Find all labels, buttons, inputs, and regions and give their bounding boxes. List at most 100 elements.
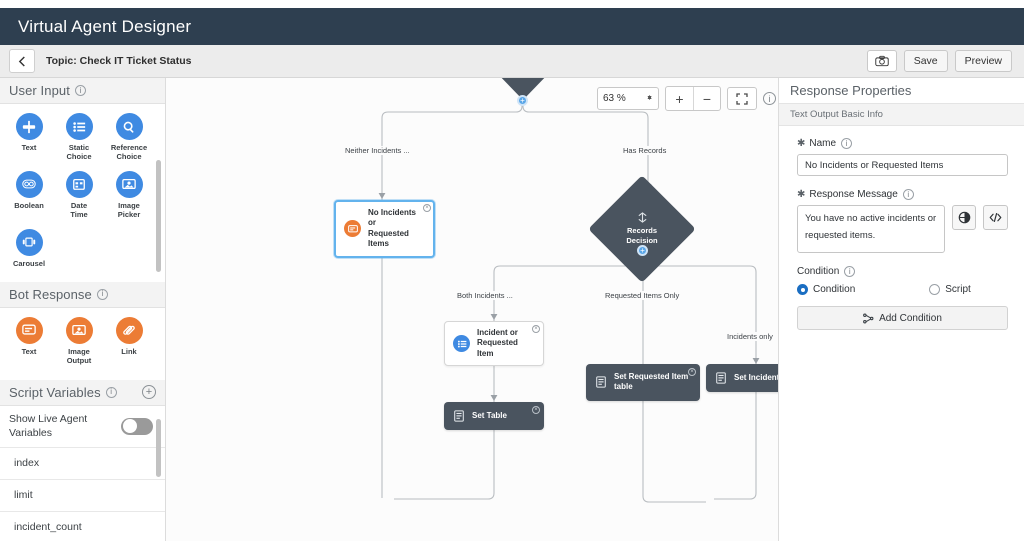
close-icon[interactable]: ×	[688, 368, 696, 376]
search-icon	[115, 113, 143, 140]
close-icon[interactable]: ×	[423, 204, 431, 212]
info-icon[interactable]: i	[96, 288, 108, 300]
info-icon[interactable]: i	[74, 85, 86, 96]
message-icon	[15, 316, 43, 344]
node-set-table[interactable]: Set Table ×	[444, 402, 544, 430]
canvas-surface[interactable]: + 63 % ▲▼ + −	[166, 78, 778, 541]
app-titlebar: Virtual Agent Designer	[0, 8, 1024, 45]
radio-condition-indicator	[797, 284, 808, 295]
add-variable-icon[interactable]: +	[142, 385, 156, 400]
response-properties-panel: Response Properties Text Output Basic In…	[778, 78, 1024, 541]
response-message-input[interactable]	[797, 205, 945, 253]
info-icon[interactable]: i	[763, 92, 776, 105]
fit-screen-button[interactable]	[727, 87, 757, 110]
branch-icon	[863, 313, 874, 323]
info-icon[interactable]: i	[105, 386, 117, 398]
list-icon	[453, 335, 470, 353]
node-label: Set Table	[472, 410, 507, 420]
add-step-plus-icon[interactable]: +	[517, 95, 528, 106]
spinner-icon[interactable]: ▲▼	[646, 94, 653, 102]
info-icon[interactable]: i	[844, 266, 856, 277]
message-field-label: ✱ Response Message i	[797, 189, 1008, 200]
palette-label: Link	[121, 346, 137, 356]
edge-label-has-records: Has Records	[621, 146, 669, 155]
properties-title: Response Properties	[779, 78, 1024, 104]
palette-label: Text	[21, 346, 37, 356]
condition-section-label: Condition i	[797, 266, 1008, 277]
message-label-text: Response Message	[809, 189, 898, 200]
palette-item-bot-text[interactable]: Text	[4, 316, 54, 366]
variable-row-incident-count[interactable]: incident_count	[0, 512, 165, 541]
topic-toolbar: Topic: Check IT Ticket Status Save Previ…	[0, 45, 1024, 78]
flow-canvas[interactable]: + 63 % ▲▼ + −	[166, 78, 778, 541]
radio-condition-label: Condition	[813, 284, 856, 295]
topic-label: Topic: Check IT Ticket Status	[46, 55, 192, 67]
show-live-agent-variables-toggle[interactable]	[121, 417, 153, 435]
name-input[interactable]	[797, 154, 1008, 176]
section-title-bot-response: Bot Response	[9, 286, 92, 302]
radio-option-condition[interactable]: Condition	[797, 284, 855, 295]
node-set-incident-table[interactable]: Set Incident Tab ×	[706, 364, 778, 392]
image-icon	[115, 170, 143, 198]
zoom-level-select[interactable]: 63 % ▲▼	[597, 87, 659, 110]
topic-actions: Save Preview	[866, 50, 1024, 72]
section-title-user-input: User Input	[9, 83, 70, 98]
carousel-icon	[15, 228, 43, 256]
name-label-text: Name	[809, 138, 837, 149]
palette-item-boolean[interactable]: Boolean	[4, 170, 54, 220]
add-step-plus-icon[interactable]: +	[637, 245, 648, 256]
code-icon	[989, 212, 1002, 223]
variable-row-index[interactable]: index	[0, 448, 165, 480]
node-card[interactable]: Set Table ×	[444, 402, 544, 430]
info-icon[interactable]: i	[902, 189, 914, 200]
required-asterisk-icon: ✱	[797, 138, 806, 149]
spellcheck-button[interactable]	[951, 205, 977, 230]
variable-row-limit[interactable]: limit	[0, 480, 165, 512]
fullscreen-icon	[736, 92, 748, 105]
add-condition-button[interactable]: Add Condition	[797, 306, 1008, 330]
save-button[interactable]: Save	[903, 50, 948, 72]
code-button[interactable]	[983, 205, 1008, 230]
sidebar-scrollbar-bottom[interactable]	[156, 419, 161, 477]
palette-item-carousel[interactable]: Carousel	[4, 228, 54, 268]
close-icon[interactable]: ×	[532, 325, 540, 333]
radio-option-script[interactable]: Script	[929, 284, 971, 295]
close-icon[interactable]: ×	[532, 406, 540, 414]
back-button[interactable]	[9, 49, 35, 73]
zoom-out-button[interactable]: −	[693, 87, 720, 110]
radio-script-indicator	[929, 284, 941, 295]
palette-item-text[interactable]: Text	[4, 113, 54, 162]
section-header-bot-response: Bot Response i	[0, 281, 165, 308]
node-card[interactable]: Set Incident Tab ×	[706, 364, 778, 392]
spellcheck-icon	[958, 211, 970, 224]
zoom-in-button[interactable]: +	[675, 90, 684, 107]
properties-body: ✱ Name i ✱ Response Message i	[779, 126, 1024, 330]
palette-item-link[interactable]: Link	[104, 316, 154, 366]
script-icon	[716, 372, 726, 384]
info-icon[interactable]: i	[841, 138, 853, 149]
message-row	[797, 205, 1008, 253]
preview-button[interactable]: Preview	[954, 50, 1012, 72]
screenshot-button[interactable]	[866, 50, 897, 72]
properties-subtitle: Text Output Basic Info	[779, 104, 1024, 126]
required-asterisk-icon: ✱	[797, 189, 806, 200]
sidebar-scrollbar-top[interactable]	[156, 160, 161, 272]
show-live-agent-variables-label: Show Live Agent Variables	[9, 412, 88, 440]
